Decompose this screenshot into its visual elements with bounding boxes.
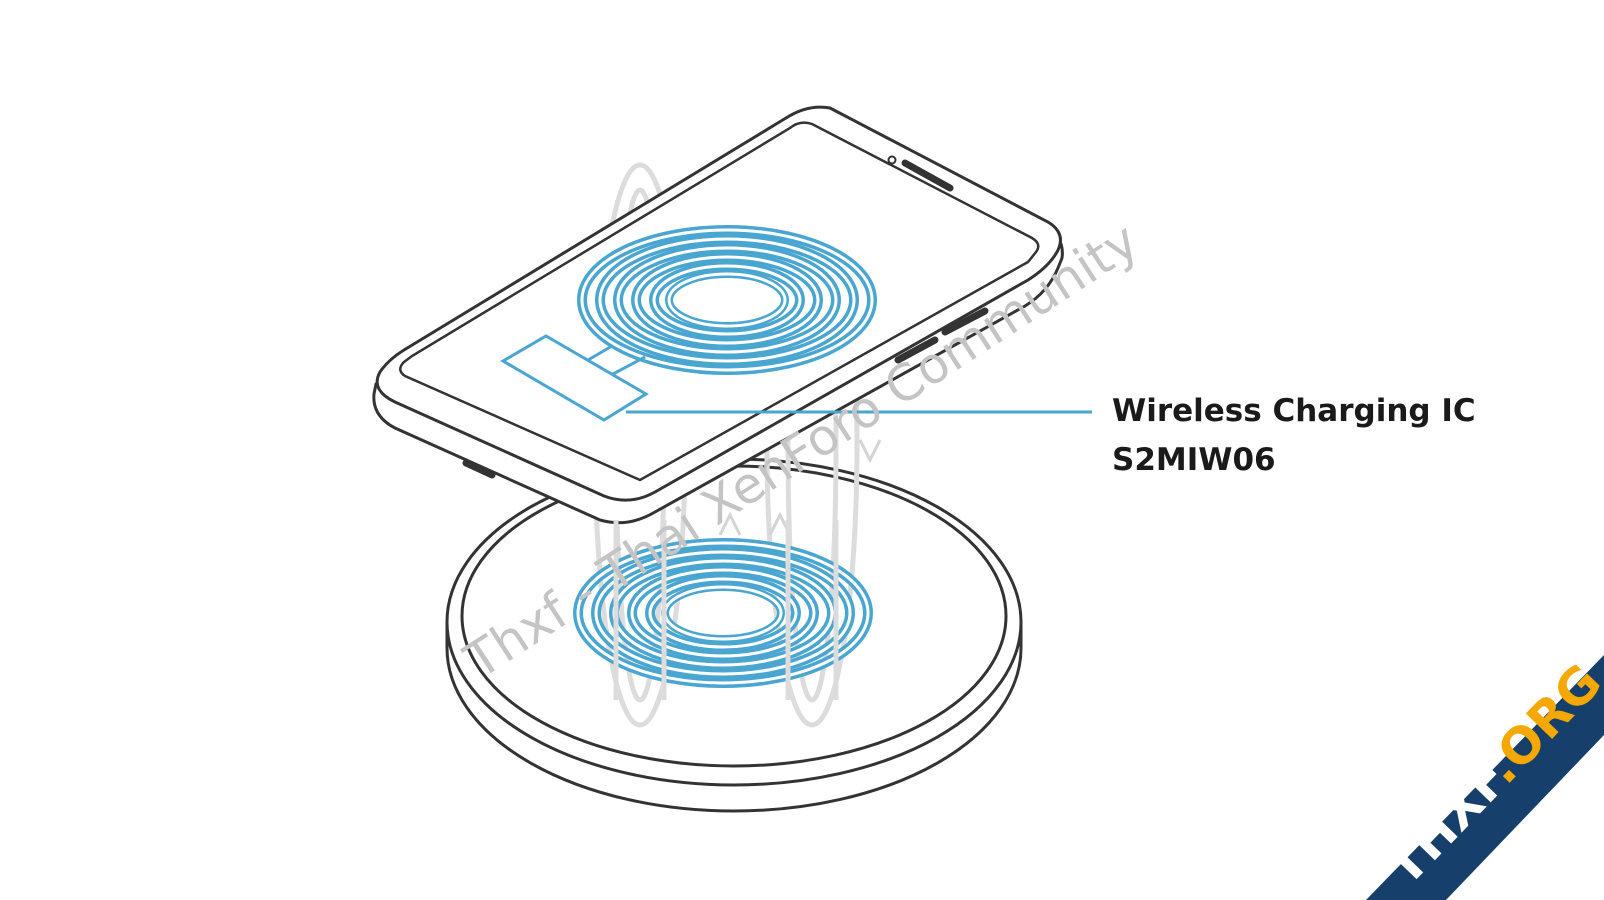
callout-part-number: S2MIW06	[1112, 442, 1276, 478]
phone-side-button	[894, 336, 939, 364]
corner-logo: THXF.ORG	[1366, 653, 1604, 900]
usb-port	[462, 459, 496, 479]
corner-banner	[1366, 655, 1604, 900]
charging-ic-chip	[500, 334, 649, 422]
front-camera-icon	[887, 155, 897, 165]
phone-side-button	[941, 307, 989, 336]
corner-logo-text: THXF.ORG	[1375, 653, 1604, 896]
callout-label: Wireless Charging IC	[1112, 393, 1476, 429]
phone-coil-gaps	[580, 228, 874, 372]
phone-earpiece	[901, 159, 954, 192]
field-lines-front	[613, 520, 839, 700]
